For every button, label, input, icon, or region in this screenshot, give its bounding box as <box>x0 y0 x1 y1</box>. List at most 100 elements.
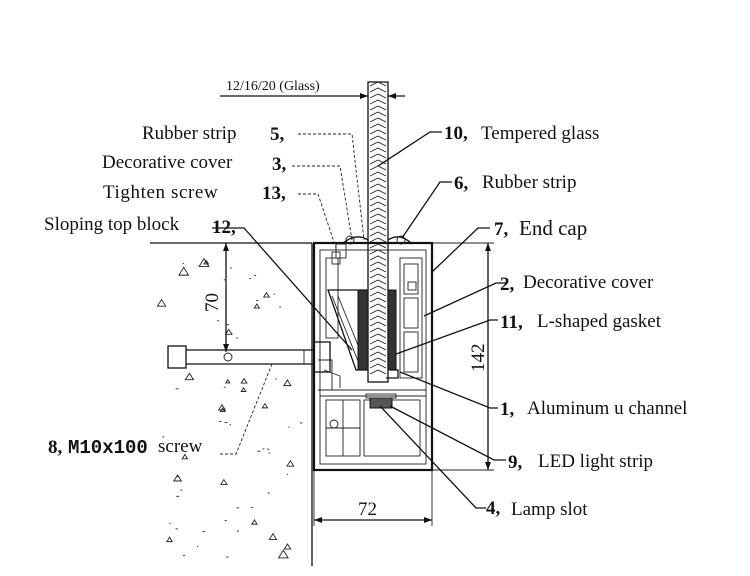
glass-hatch-mark <box>369 327 387 333</box>
glass-hatch-mark <box>369 219 387 225</box>
label-lamp-slot: Lamp slot <box>511 499 588 520</box>
label-num-13: 13, <box>262 183 286 204</box>
concrete-speck <box>198 257 210 267</box>
label-num-12: 12, <box>212 217 236 238</box>
glass-hatch-mark <box>369 303 387 309</box>
glass-hatch-mark <box>369 357 387 363</box>
concrete-speck <box>262 291 271 298</box>
concrete-speck <box>240 387 247 392</box>
glass-spec-label: 12/16/20 (Glass) <box>226 79 320 94</box>
label-tighten-screw: Tighten screw <box>103 182 218 203</box>
concrete-speck <box>166 536 174 543</box>
glass-hatch-mark <box>369 225 387 231</box>
glass-hatch-mark <box>369 261 387 267</box>
glass-hatch-mark <box>369 183 387 189</box>
concrete-speck <box>250 518 258 525</box>
label-decorative-cover-left: Decorative cover <box>102 152 233 173</box>
concrete-speck <box>178 266 190 276</box>
concrete-speck <box>172 474 183 482</box>
concrete-speck <box>181 453 189 460</box>
concrete-speck <box>217 403 227 411</box>
label-num-9: 9, <box>508 452 523 473</box>
concrete-speck <box>253 303 261 309</box>
glass-hatch-mark <box>369 369 387 375</box>
glass-hatch-mark <box>369 201 387 207</box>
concrete-speck <box>220 478 228 485</box>
dim-72: 72 <box>358 499 377 520</box>
label-num-11: 11, <box>500 312 523 333</box>
glass-hatch-mark <box>369 171 387 177</box>
rubber-strips <box>331 235 413 265</box>
label-decorative-cover-right: Decorative cover <box>523 272 654 293</box>
leader-lines <box>212 131 506 509</box>
glass-hatch-mark <box>369 285 387 291</box>
tempered-glass <box>367 81 389 383</box>
concrete-speck <box>286 459 295 467</box>
label-num-2: 2, <box>500 274 515 295</box>
label-num-10: 10, <box>444 123 468 144</box>
glass-hatch-mark <box>369 333 387 339</box>
glass-hatch-mark <box>369 339 387 345</box>
label-num-6: 6, <box>454 173 469 194</box>
label-num-8: 8, <box>48 437 63 458</box>
glass-hatch-mark <box>369 279 387 285</box>
glass-hatch-mark <box>369 117 387 123</box>
glass-hatch-mark <box>369 315 387 321</box>
glass-hatch-mark <box>369 207 387 213</box>
glass-hatch-mark <box>369 129 387 135</box>
label-led-light-strip: LED light strip <box>538 451 653 472</box>
glass-hatch-mark <box>369 351 387 357</box>
glass-hatch-mark <box>369 297 387 303</box>
label-screw-spec: M10x100 <box>68 437 148 459</box>
label-tempered-glass: Tempered glass <box>481 123 599 144</box>
glass-hatch-mark <box>369 87 387 93</box>
glass-hatch-mark <box>369 267 387 273</box>
label-screw: screw <box>158 436 203 457</box>
label-num-3: 3, <box>272 154 287 175</box>
glass-hatch-mark <box>369 273 387 279</box>
glass-hatch-mark <box>369 195 387 201</box>
glass-hatch-mark <box>369 363 387 369</box>
glass-hatch-mark <box>369 135 387 141</box>
concrete-wall <box>150 242 313 566</box>
glass-hatch-mark <box>369 177 387 183</box>
glass-hatch-mark <box>369 81 387 87</box>
concrete-speck <box>268 532 278 541</box>
label-num-1: 1, <box>500 399 515 420</box>
concrete-speck <box>224 328 233 335</box>
glass-hatch-mark <box>369 153 387 159</box>
label-aluminum-u-channel: Aluminum u channel <box>527 398 687 419</box>
concrete-speck <box>261 402 269 409</box>
label-end-cap: End cap <box>519 216 587 240</box>
glass-hatch-mark <box>369 99 387 105</box>
glass-hatch-mark <box>369 147 387 153</box>
glass-hatch-mark <box>369 291 387 297</box>
glass-hatch-mark <box>369 255 387 261</box>
concrete-speck <box>224 378 231 384</box>
concrete-texture <box>156 257 303 559</box>
dim-142: 142 <box>468 344 489 373</box>
annotations: 12/16/20 (Glass) Rubber strip 5, Decorat… <box>44 79 687 520</box>
concrete-speck <box>283 543 292 550</box>
glass-hatch-mark <box>369 345 387 351</box>
label-sloping-top-block: Sloping top block <box>44 214 180 235</box>
concrete-speck <box>203 259 210 265</box>
concrete-speck <box>184 372 195 381</box>
label-l-shaped-gasket: L-shaped gasket <box>537 311 662 332</box>
concrete-speck <box>156 298 167 307</box>
glass-hatch-mark <box>369 93 387 99</box>
glass-hatch-mark <box>369 213 387 219</box>
label-num-7: 7, <box>494 219 509 240</box>
label-num-4: 4, <box>486 498 501 519</box>
glass-hatch-mark <box>369 237 387 243</box>
concrete-speck <box>283 379 292 387</box>
dim-70: 70 <box>202 293 223 312</box>
dimension-lines <box>220 93 494 526</box>
label-rubber-strip-right: Rubber strip <box>482 172 576 193</box>
glass-hatch-mark <box>369 189 387 195</box>
label-num-5: 5, <box>270 124 285 145</box>
m10-screw <box>167 341 331 373</box>
glass-hatch-mark <box>369 123 387 129</box>
